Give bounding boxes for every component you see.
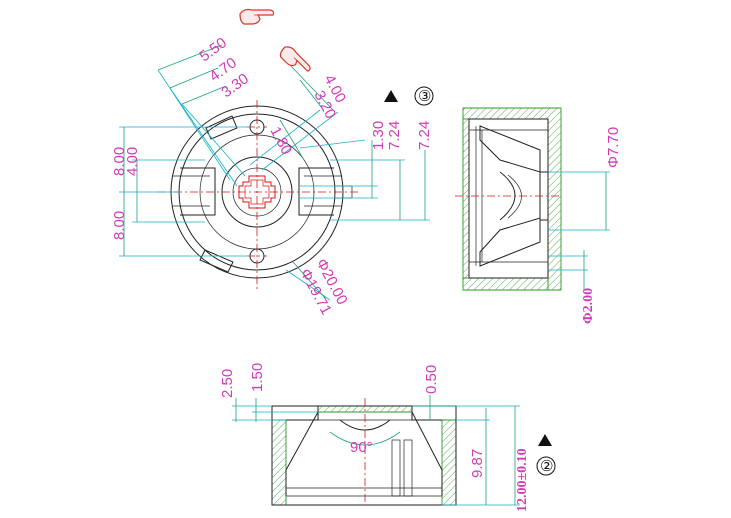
- dim-8-00-a: 8.00: [111, 147, 128, 176]
- slot-right-inner: [304, 175, 353, 207]
- dim-7-24-a: 7.24: [386, 121, 403, 150]
- dim-12-00: 12.00±0.10: [515, 448, 530, 512]
- pointing-hand-icon: [239, 8, 275, 25]
- slot-left-inner: [172, 175, 210, 207]
- dim-1-50: 1.50: [249, 363, 266, 392]
- front-angle-arc: [329, 431, 401, 446]
- dim-4-00-left: 4.00: [124, 147, 141, 176]
- front-reflector-right: [411, 411, 443, 496]
- front-post-left: [391, 439, 401, 497]
- side-view-dimension-lines: [548, 171, 610, 290]
- side-wall-top: [462, 107, 562, 291]
- slot-right: [298, 167, 334, 216]
- front-reflector-left: [285, 411, 319, 496]
- top-view-dimension-lines: [123, 44, 426, 299]
- dim-1-80: 1.80: [266, 124, 295, 158]
- pointing-hand-icon: [279, 46, 311, 72]
- view-marker-circle: [414, 86, 434, 106]
- center-cross-feature: [238, 175, 276, 209]
- view-marker-label: ②: [540, 457, 553, 475]
- front-body: [271, 405, 457, 506]
- dim-9-87: 9.87: [469, 449, 486, 478]
- dim-8-00-b: 8.00: [111, 211, 128, 240]
- front-view: 2.50 1.50 0.50 90° 9.87 12.00±0.10 ②: [219, 363, 556, 512]
- side-reflector-upper: [479, 125, 541, 173]
- side-lens-dome: [499, 171, 516, 221]
- dim-1-30: 1.30: [370, 121, 387, 150]
- front-wall-right: [441, 419, 457, 506]
- view-marker-triangle: [384, 90, 398, 102]
- side-reflector-lower: [479, 217, 541, 267]
- front-post-right: [403, 439, 413, 497]
- dim-90-degree: 90°: [350, 439, 373, 456]
- top-view: 5.50 4.70 3.30 4.00 3.20 1.80 1.30 7.24 …: [111, 8, 434, 318]
- center-cross-inner: [244, 179, 270, 205]
- front-wall-left: [271, 419, 287, 506]
- side-wall-bottom: [462, 277, 549, 291]
- clip-lower-left: [199, 249, 234, 273]
- front-view-dimension-lines: [232, 395, 520, 506]
- view-marker-circle: [536, 456, 556, 476]
- dim-7-24-b: 7.24: [416, 121, 433, 150]
- view-marker-label: ③: [418, 87, 431, 105]
- top-view-extension-lines: [119, 69, 430, 301]
- slot-left: [180, 167, 216, 216]
- dim-0-50: 0.50: [423, 365, 440, 394]
- side-wall-left: [462, 118, 470, 279]
- view-marker-triangle: [538, 434, 552, 446]
- dim-phi-7-70: Φ7.70: [605, 127, 622, 168]
- side-view: Φ7.70 Φ2.00: [455, 107, 622, 324]
- dim-phi-2-00: Φ2.00: [581, 288, 596, 324]
- dim-2-50: 2.50: [219, 369, 236, 398]
